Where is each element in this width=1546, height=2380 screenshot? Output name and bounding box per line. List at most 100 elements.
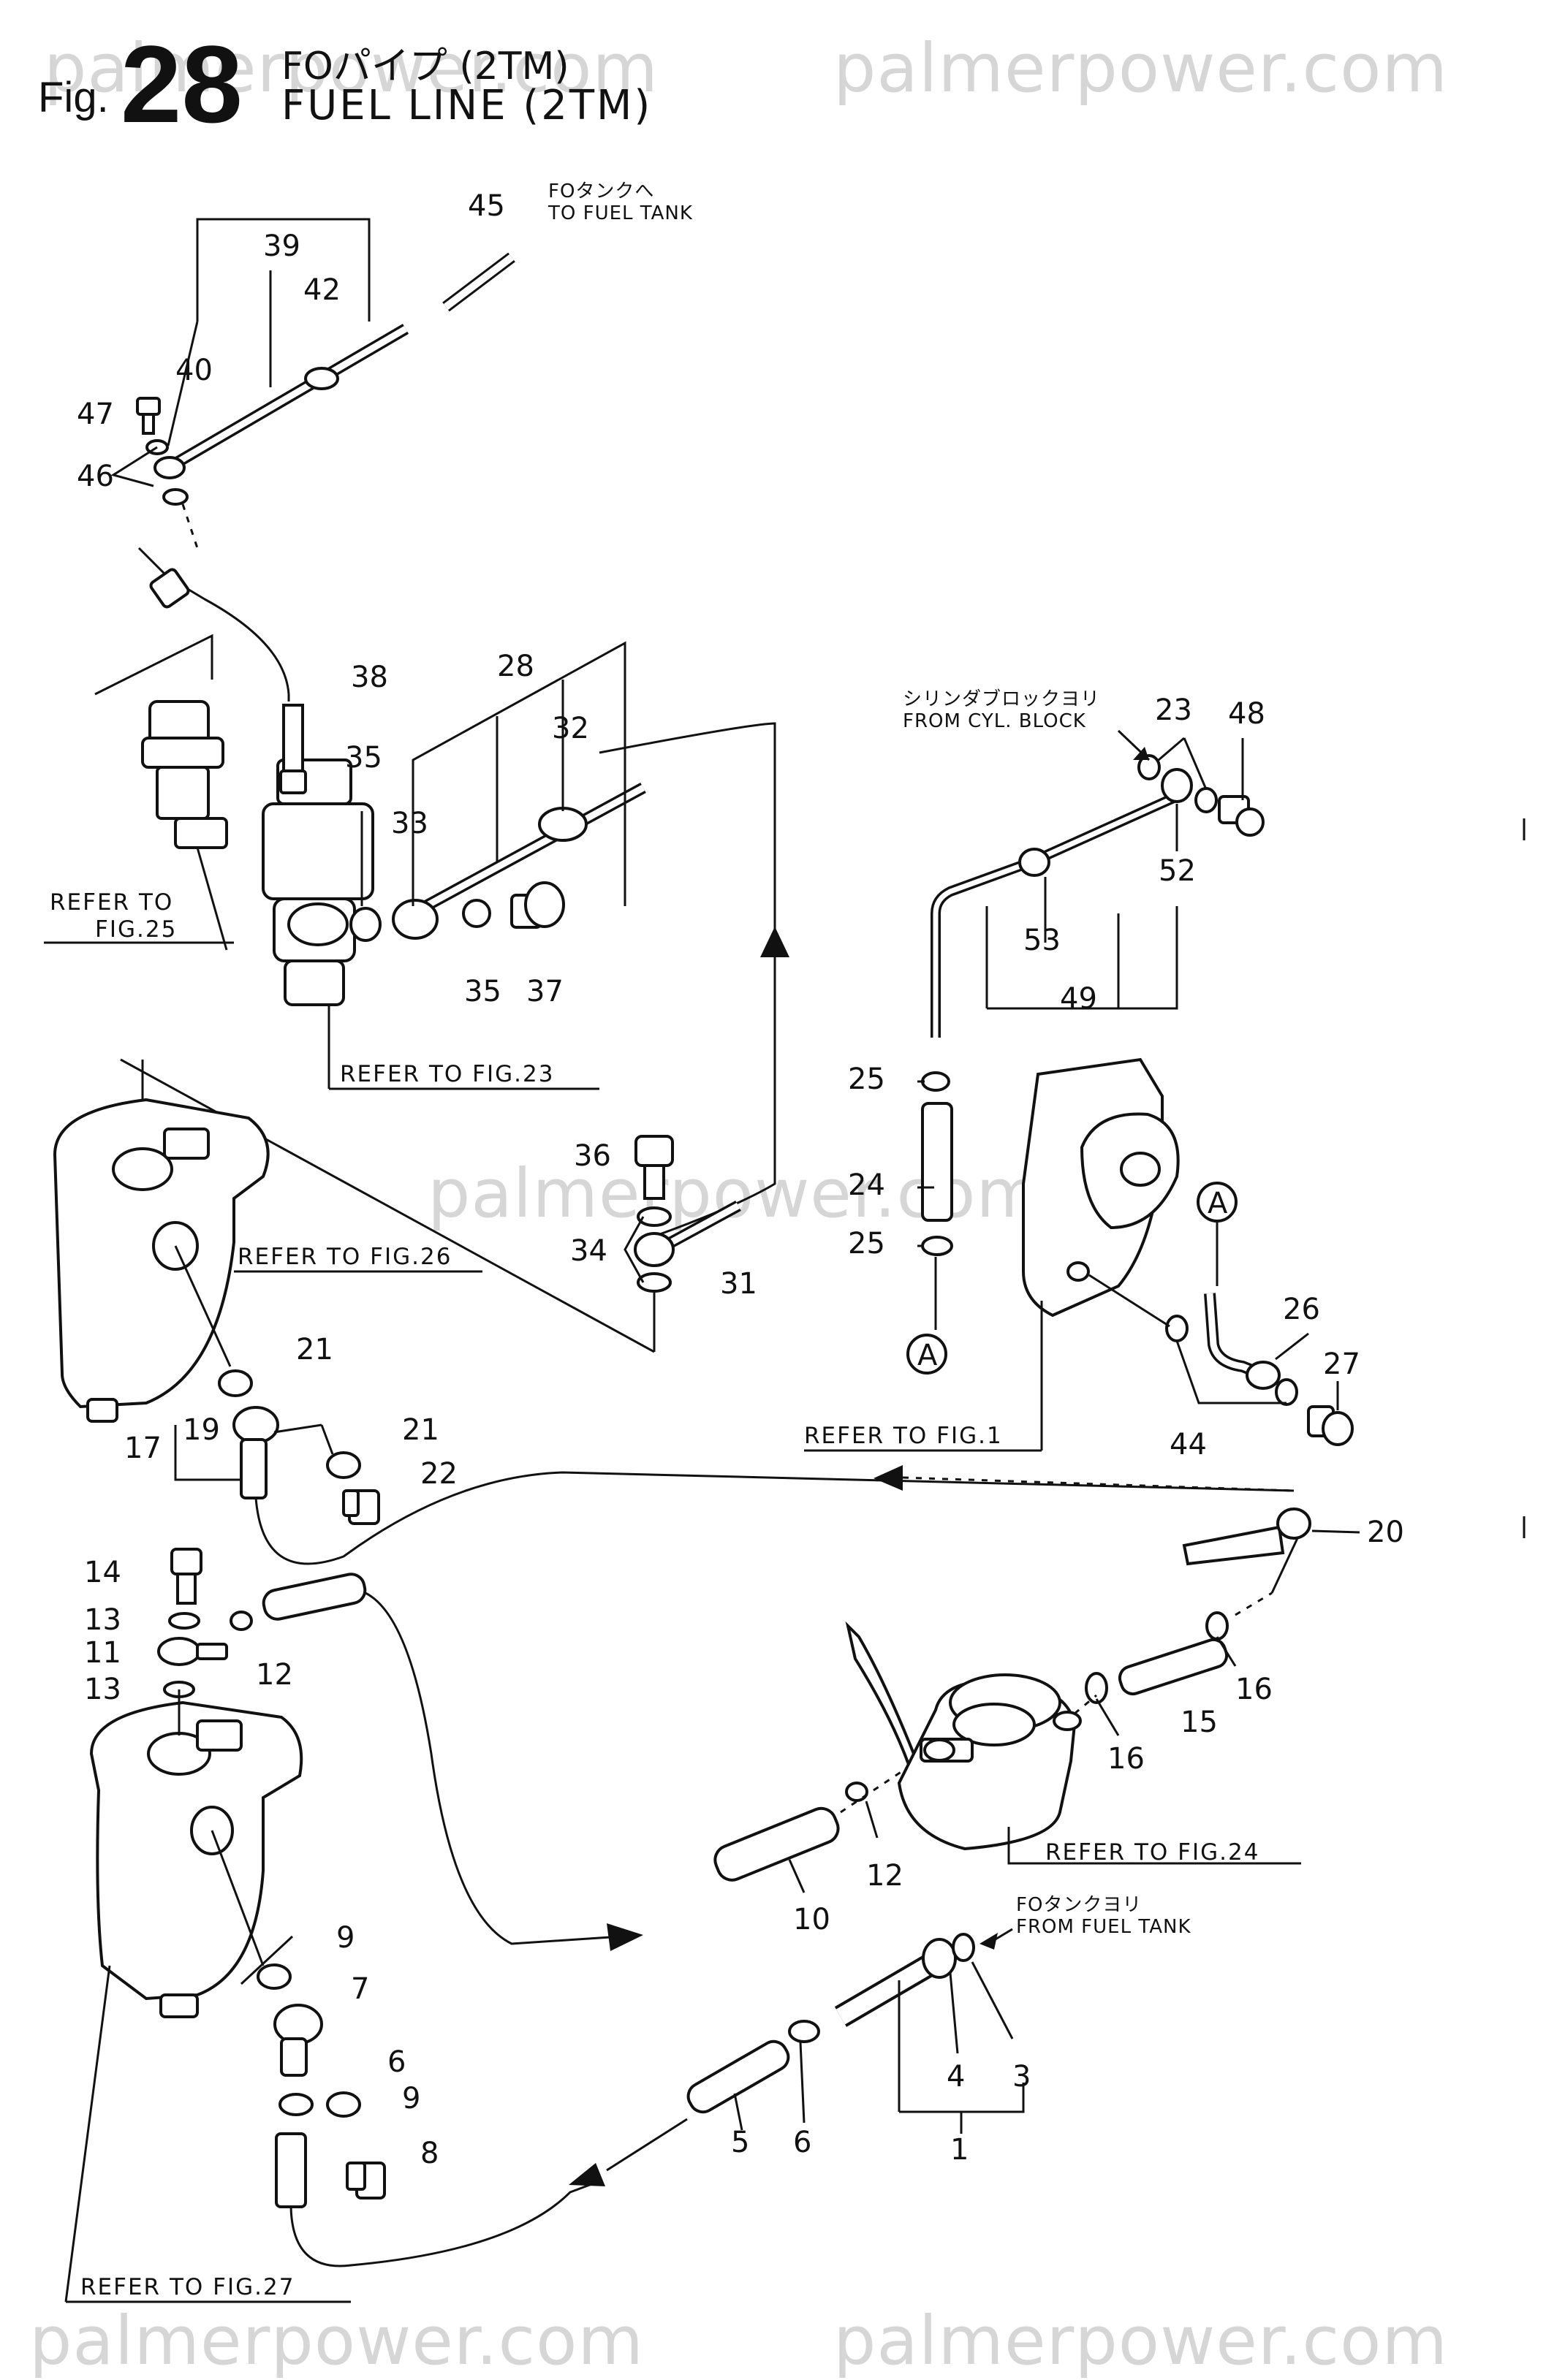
figure-title-japanese: FOパイプ (2TM) [281,45,569,88]
injector-refer-fig25 [44,547,290,951]
part-5-hose [686,2039,790,2114]
part-14-bolt [170,1548,202,1605]
label-25b: 25 [848,1227,885,1261]
leader-39 [196,218,371,322]
flow-arrow-left-lower [569,2163,605,2186]
label-5: 5 [731,2126,749,2159]
figure-prefix: Fig. [38,74,109,121]
hose-feed-line [262,1573,622,1945]
note-from-fuel-tank-jp: FOタンクヨリ [1016,1894,1142,1916]
label-35b: 35 [464,975,501,1008]
part-26-pipe [1204,1293,1281,1390]
label-40: 40 [175,354,213,387]
label-25a: 25 [848,1062,885,1096]
watermark-bottom-right: palmerpower.com [833,2302,1449,2380]
part-24-hose-and-25-clips [921,1071,953,1256]
refer-fig25-line1: REFER TO [50,889,173,916]
part-39-pipe-assembly [154,324,409,479]
flow-arrow-up [760,927,789,957]
watermark-bottom-left: palmerpower.com [29,2302,645,2380]
part-27-bolt [1307,1405,1354,1446]
label-36: 36 [574,1139,611,1173]
part-23-washers [1137,754,1218,813]
label-27: 27 [1323,1347,1360,1381]
part-12-clips [230,1611,868,1802]
part-11-banjo [157,1637,228,1666]
note-to-fuel-tank-en: TO FUEL TANK [547,202,693,224]
label-35a: 35 [345,741,382,775]
label-44: 44 [1170,1428,1207,1461]
label-49: 49 [1060,982,1097,1016]
label-17: 17 [124,1432,162,1465]
label-26: 26 [1283,1293,1320,1326]
label-7: 7 [351,1972,369,2006]
part-number-labels: 45 39 42 40 47 46 38 28 32 35 33 35 37 2… [77,189,1404,2170]
part-hose-lower [275,2132,600,2267]
part-21-washers [218,1369,361,1479]
label-24: 24 [848,1168,885,1202]
figure-number: 28 [121,23,243,145]
label-11: 11 [84,1636,121,1670]
refer-fig27: REFER TO FIG.27 [80,2274,295,2300]
part-6-clips [278,2020,820,2116]
label-31: 31 [720,1267,757,1301]
part-16-clips [1085,1611,1229,1704]
label-52: 52 [1159,854,1196,888]
label-1: 1 [950,2133,969,2167]
watermark-top-left: palmerpower.com [44,29,659,107]
feed-pump-refer-fig24 [845,1621,1082,1851]
refer-fig23: REFER TO FIG.23 [340,1061,554,1087]
label-9b: 9 [402,2082,420,2115]
label-21a: 21 [296,1333,333,1366]
part-8-bolt [346,2162,386,2200]
label-47: 47 [77,398,114,431]
part-15-hose [1118,1638,1229,1696]
note-from-cyl-block-en: FROM CYL. BLOCK [903,710,1086,732]
label-6b: 6 [793,2126,811,2159]
part-48-bolt [1218,795,1265,837]
cyl-block-cover-refer-fig1 [1022,1057,1180,1318]
refer-fig24: REFER TO FIG.24 [1045,1839,1259,1866]
refer-fig25-line2: FIG.25 [95,916,177,943]
label-4: 4 [947,2060,965,2094]
label-9a: 9 [336,1921,355,1955]
label-46: 46 [77,460,114,493]
note-from-cyl-block-jp: シリンダブロックヨリ [903,688,1100,710]
part-20-clamp [1182,1508,1311,1566]
label-22: 22 [420,1457,458,1491]
flow-arrow-right [607,1923,643,1951]
label-12a: 12 [256,1658,293,1692]
connector-a-right [1197,1182,1238,1223]
part-35-washers [349,899,491,942]
label-48: 48 [1228,697,1265,731]
label-32: 32 [552,712,589,745]
note-to-fuel-tank-jp: FOタンクへ [548,180,654,202]
part-47-bolt [136,397,161,435]
label-34: 34 [570,1234,607,1268]
part-22-bolt [342,1489,380,1525]
overflow-line [254,1471,1295,1565]
connector-a-left [906,1334,947,1375]
label-20: 20 [1367,1516,1404,1549]
refer-fig1: REFER TO FIG.1 [804,1423,1003,1449]
label-42: 42 [303,273,341,307]
part-1-inlet-pipe [834,1933,975,2027]
fuel-filter-refer-fig26 [53,1098,270,1423]
figure-title-english: FUEL LINE (2TM) [281,82,653,129]
note-from-fuel-tank-en: FROM FUEL TANK [1016,1916,1191,1938]
part-49-pipe-assembly [931,768,1193,1038]
label-8: 8 [420,2137,439,2170]
part-9-washers [257,1963,361,2118]
label-6a: 6 [387,2045,406,2079]
refer-fig26: REFER TO FIG.26 [238,1244,452,1270]
label-16a: 16 [1235,1673,1273,1706]
part-31-banjo-pipe [634,1200,741,1267]
label-39: 39 [263,229,300,263]
label-38: 38 [351,661,388,694]
watermark-top-right: palmerpower.com [833,29,1449,107]
part-28-pipe-assembly [392,782,646,940]
part-19-banjo [232,1406,279,1499]
label-37: 37 [526,975,564,1008]
